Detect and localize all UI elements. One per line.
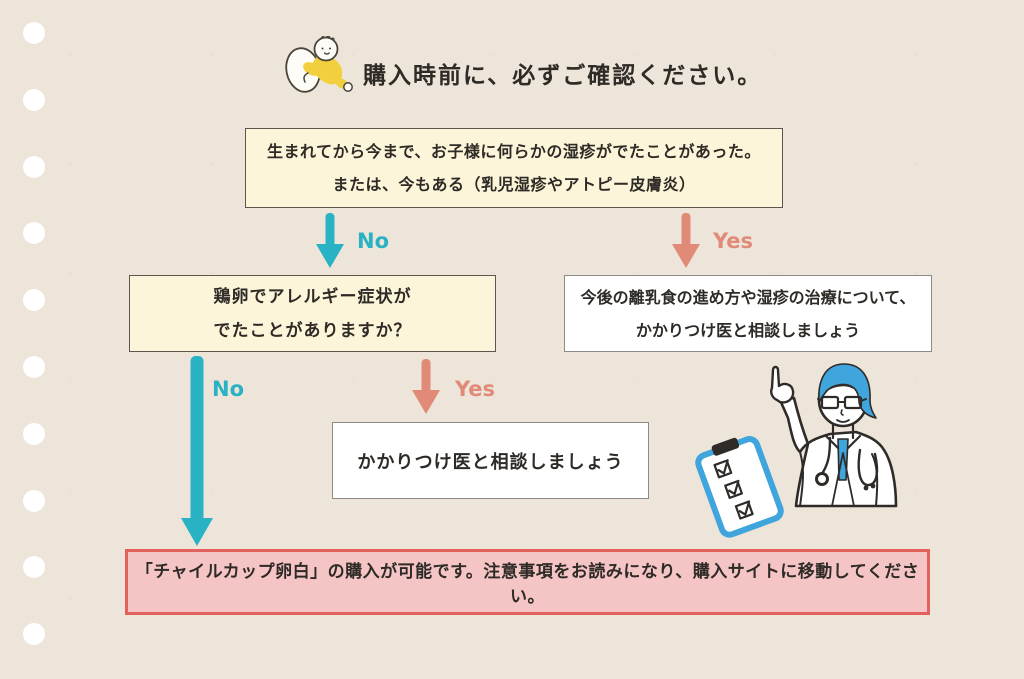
binder-holes — [23, 22, 45, 679]
punch-hole — [23, 289, 45, 312]
page-title: 購入時前に、必ずご確認ください。 — [363, 63, 763, 89]
punch-hole — [23, 556, 45, 579]
no-label-2: No — [212, 377, 245, 401]
punch-hole — [23, 422, 45, 445]
no-arrow-1 — [316, 213, 344, 268]
start-question-line1: 生まれてから今まで、お子様に何らかの湿疹がでたことがあった。 — [267, 142, 761, 161]
punch-hole — [23, 623, 45, 646]
checklist-clipboard-icon — [695, 436, 784, 538]
consult-weaning-line1: 今後の離乳食の進め方や湿疹の治療について、 — [580, 287, 916, 307]
start-question-line2: または、今もある（乳児湿疹やアトピー皮膚炎） — [332, 175, 696, 194]
egg-allergy-line1: 鶏卵でアレルギー症状が — [213, 286, 412, 307]
no-arrow-2 — [181, 356, 213, 546]
header: 購入時前に、必ずご確認ください。 — [281, 36, 762, 96]
start-question-box: 生まれてから今まで、お子様に何らかの湿疹がでたことがあった。 または、今もある（… — [245, 128, 783, 208]
no-label-1: No — [357, 229, 390, 253]
punch-hole — [23, 22, 45, 44]
purchase-available-box: 「チャイルカップ卵白」の購入が可能です。注意事項をお読みになり、購入サイトに移動… — [125, 549, 930, 615]
doctor-pointing-up-icon — [695, 363, 898, 538]
punch-hole — [23, 88, 45, 111]
consult-weaning-box: 今後の離乳食の進め方や湿疹の治療について、 かかりつけ医と相談しましょう — [564, 275, 932, 352]
punch-hole — [23, 489, 45, 512]
egg-allergy-question-box: 鶏卵でアレルギー症状が でたことがありますか？ — [129, 275, 496, 352]
yes-label-1: Yes — [713, 229, 754, 253]
punch-hole — [23, 222, 45, 245]
yes-arrow-2 — [412, 359, 440, 414]
punch-hole — [23, 155, 45, 178]
egg-allergy-line2: でたことがありますか？ — [213, 320, 412, 341]
yes-label-2: Yes — [455, 377, 496, 401]
yes-arrow-1 — [672, 213, 700, 268]
consult-doctor-text: かかりつけ医と相談しましょう — [357, 451, 624, 473]
consult-weaning-line2: かかりつけ医と相談しましょう — [635, 320, 861, 340]
baby-hugging-egg-icon — [285, 36, 353, 93]
consult-doctor-box: かかりつけ医と相談しましょう — [332, 422, 649, 499]
punch-hole — [23, 355, 45, 378]
purchase-available-text: 「チャイルカップ卵白」の購入が可能です。注意事項をお読みになり、購入サイトに移動… — [135, 562, 920, 607]
